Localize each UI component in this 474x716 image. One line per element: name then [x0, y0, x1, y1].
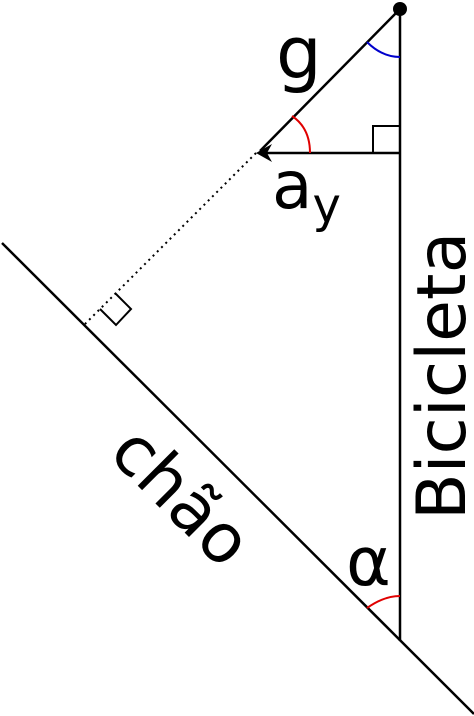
- label-alpha: α: [346, 523, 391, 602]
- angle-arc-alpha: [366, 595, 401, 609]
- g-vector-line: [259, 8, 401, 152]
- label-bicycle: Bicicleta: [403, 232, 474, 520]
- projection-dotted-line: [84, 152, 257, 325]
- label-ground: chão: [95, 411, 267, 583]
- angle-arc-middle: [291, 115, 311, 154]
- label-a: ay: [272, 147, 341, 234]
- angle-arc-top: [366, 41, 401, 58]
- right-angle-bicycle-marker: [372, 125, 400, 153]
- arrow-head: [256, 144, 272, 162]
- label-g: g: [276, 11, 322, 95]
- right-angle-ground-marker: [99, 292, 133, 327]
- ground-line: [1, 242, 474, 715]
